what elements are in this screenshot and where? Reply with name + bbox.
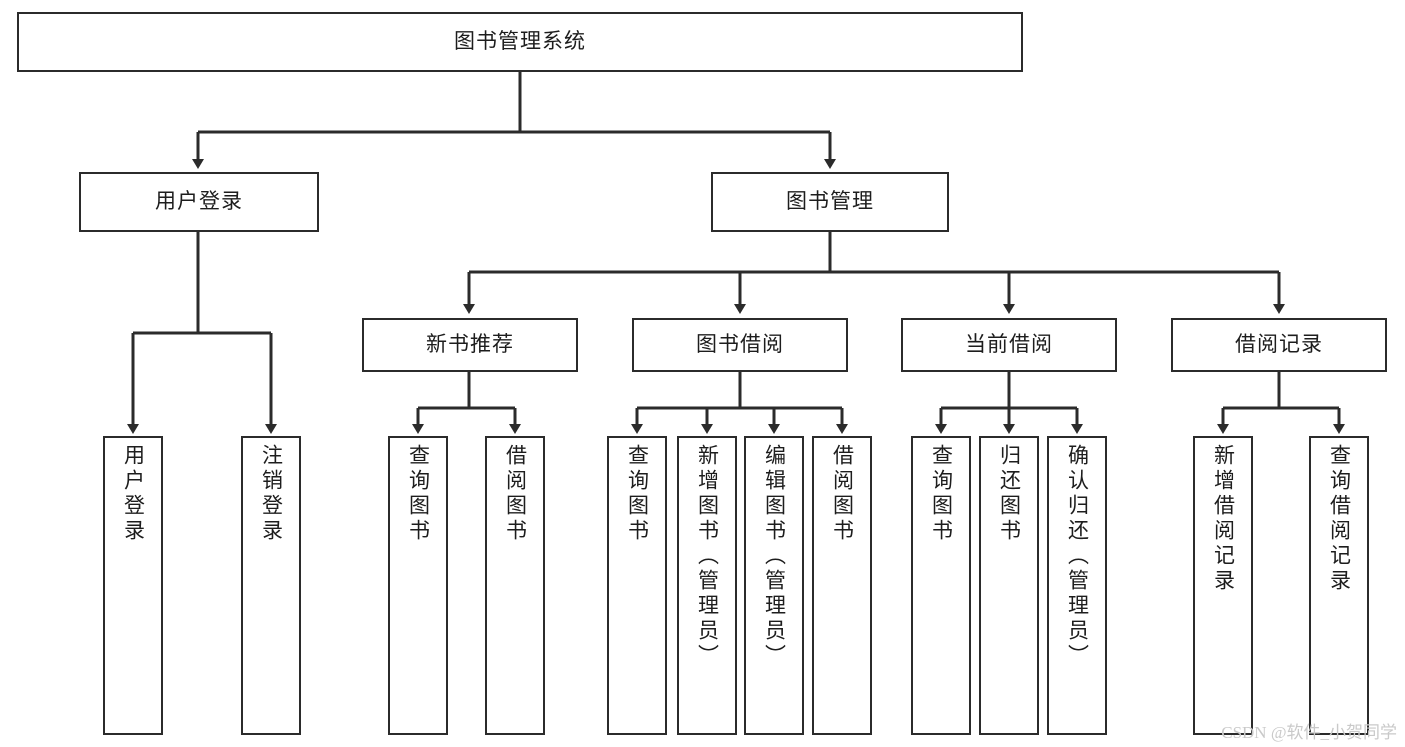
- node-book-manage-label: 图书管理: [786, 189, 874, 213]
- leaf-logout-label: 注销登录: [259, 444, 283, 544]
- node-book-borrow[interactable]: 图书借阅: [632, 318, 848, 372]
- leaf-borrowrecord-search-record-label: 查询借阅记录: [1327, 444, 1351, 594]
- leaf-currentborrow-return-book-label: 归还图书: [997, 444, 1021, 544]
- leaf-bookborrow-add-book[interactable]: 新增图书（管理员）: [677, 436, 737, 735]
- node-borrow-record[interactable]: 借阅记录: [1171, 318, 1387, 372]
- leaf-newbook-search-book[interactable]: 查询图书: [388, 436, 448, 735]
- leaf-currentborrow-return-book[interactable]: 归还图书: [979, 436, 1039, 735]
- leaf-bookborrow-search-book-label: 查询图书: [625, 444, 649, 544]
- leaf-bookborrow-borrow-book[interactable]: 借阅图书: [812, 436, 872, 735]
- node-current-borrow-label: 当前借阅: [965, 332, 1053, 356]
- node-root[interactable]: 图书管理系统: [17, 12, 1023, 72]
- node-borrow-record-label: 借阅记录: [1235, 332, 1323, 356]
- leaf-bookborrow-edit-book-label: 编辑图书（管理员）: [762, 444, 786, 669]
- node-book-borrow-label: 图书借阅: [696, 332, 784, 356]
- leaf-newbook-borrow-book[interactable]: 借阅图书: [485, 436, 545, 735]
- leaf-borrowrecord-search-record[interactable]: 查询借阅记录: [1309, 436, 1369, 735]
- leaf-user-login-label: 用户登录: [121, 444, 145, 544]
- node-current-borrow[interactable]: 当前借阅: [901, 318, 1117, 372]
- leaf-bookborrow-edit-book[interactable]: 编辑图书（管理员）: [744, 436, 804, 735]
- node-new-book[interactable]: 新书推荐: [362, 318, 578, 372]
- node-new-book-label: 新书推荐: [426, 332, 514, 356]
- leaf-bookborrow-search-book[interactable]: 查询图书: [607, 436, 667, 735]
- node-user-login[interactable]: 用户登录: [79, 172, 319, 232]
- leaf-borrowrecord-add-record-label: 新增借阅记录: [1211, 444, 1235, 594]
- leaf-currentborrow-search-book[interactable]: 查询图书: [911, 436, 971, 735]
- leaf-bookborrow-add-book-label: 新增图书（管理员）: [695, 444, 719, 669]
- leaf-newbook-borrow-book-label: 借阅图书: [503, 444, 527, 544]
- leaf-bookborrow-borrow-book-label: 借阅图书: [830, 444, 854, 544]
- node-root-label: 图书管理系统: [454, 29, 586, 53]
- node-book-manage[interactable]: 图书管理: [711, 172, 949, 232]
- node-user-login-label: 用户登录: [155, 189, 243, 213]
- csdn-watermark: CSDN @软件_小贺同学: [1221, 723, 1397, 742]
- leaf-newbook-search-book-label: 查询图书: [406, 444, 430, 544]
- leaf-borrowrecord-add-record[interactable]: 新增借阅记录: [1193, 436, 1253, 735]
- leaf-currentborrow-confirm-return[interactable]: 确认归还（管理员）: [1047, 436, 1107, 735]
- leaf-currentborrow-search-book-label: 查询图书: [929, 444, 953, 544]
- leaf-currentborrow-confirm-return-label: 确认归还（管理员）: [1065, 444, 1089, 669]
- leaf-user-login[interactable]: 用户登录: [103, 436, 163, 735]
- leaf-logout[interactable]: 注销登录: [241, 436, 301, 735]
